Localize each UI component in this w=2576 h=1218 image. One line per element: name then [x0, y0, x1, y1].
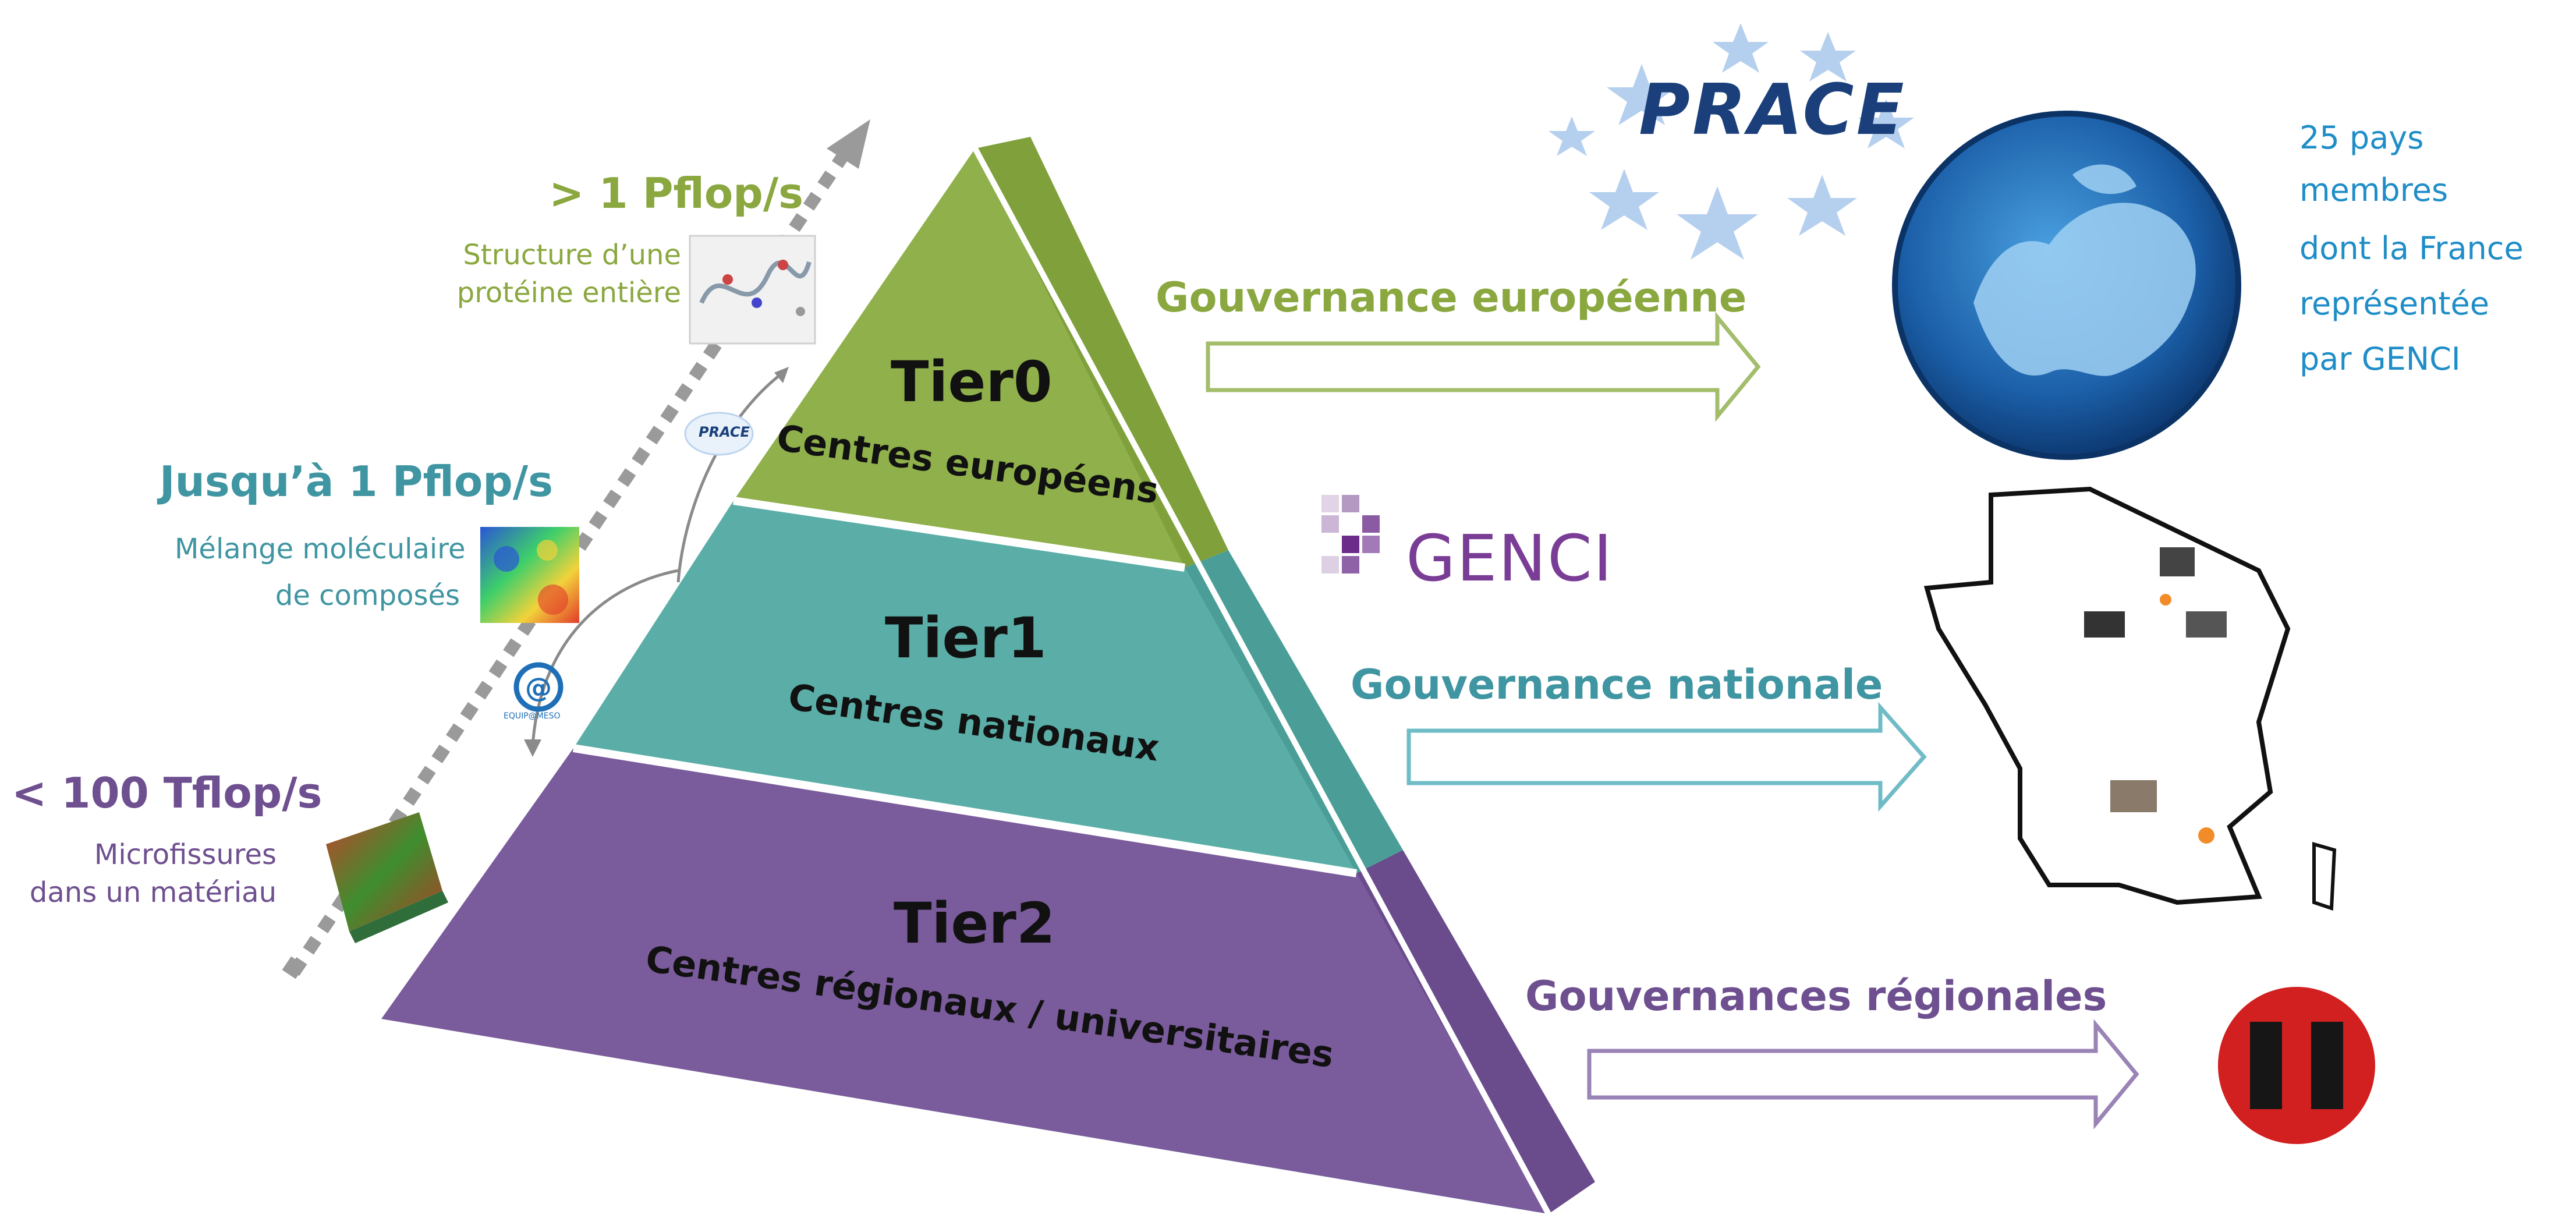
genci-logo-text: GENCI — [1406, 521, 1614, 596]
tier0-face — [734, 148, 1185, 568]
gov-national: Gouvernance nationale — [1351, 661, 1883, 709]
perf-low-value: < 100 Tflop/s — [12, 769, 323, 817]
curved-arrows — [524, 367, 789, 757]
tier2-title: Tier2 — [894, 891, 1055, 956]
genci-logo — [1321, 495, 1380, 573]
europe-globe-icon — [1892, 111, 2241, 460]
tier2-side — [1356, 850, 1595, 1214]
perf-mid-desc1: Mélange moléculaire — [175, 533, 466, 565]
arrow-national — [1406, 702, 1927, 812]
tier0-side — [975, 137, 1228, 568]
svg-text:@: @ — [525, 672, 552, 703]
perf-mid-value: Jusqu’à 1 Pflop/s — [159, 457, 553, 506]
prace-small-text: PRACE — [699, 424, 750, 440]
perf-low-desc1: Microfissures — [94, 838, 277, 871]
separator-0-1 — [732, 497, 1186, 572]
material-icon — [326, 812, 448, 943]
france-map-icon — [1923, 486, 2337, 911]
prace-small-badge — [684, 412, 754, 456]
edge-front — [972, 147, 1551, 1216]
prace-logo — [1549, 23, 1914, 260]
perf-mid-desc2: de composés — [275, 579, 460, 612]
stop-icon — [2218, 987, 2375, 1144]
perf-top-desc1: Structure d’une — [463, 239, 681, 271]
equip-logo-text: EQUIP@MESO — [504, 711, 561, 721]
perf-top-value: > 1 Pflop/s — [549, 169, 803, 218]
members-line3: dont la France — [2299, 230, 2524, 267]
members-line2: membres — [2299, 172, 2449, 208]
pyramid — [381, 137, 1595, 1216]
gov-regional: Gouvernances régionales — [1525, 972, 2107, 1020]
tier0-title: Tier0 — [891, 349, 1053, 415]
tier1-face — [573, 501, 1356, 873]
members-line4: représentée — [2299, 285, 2489, 322]
protein-icon — [689, 235, 816, 345]
equip-logo: @ — [513, 662, 564, 712]
perf-low-desc2: dans un matériau — [29, 876, 277, 909]
tier1-title: Tier1 — [885, 606, 1047, 671]
arrow-european — [1206, 311, 1761, 422]
arrow-regional — [1587, 1019, 2139, 1130]
molecule-icon — [480, 527, 579, 623]
tier1-side — [1185, 550, 1403, 873]
members-line5: par GENCI — [2299, 341, 2461, 377]
members-line1: 25 pays — [2299, 119, 2424, 156]
perf-top-desc2: protéine entière — [456, 277, 681, 309]
separator-1-2 — [572, 744, 1358, 877]
gov-european: Gouvernance européenne — [1156, 274, 1747, 321]
prace-logo-text: PRACE — [1639, 70, 1907, 151]
tier2-face — [381, 748, 1549, 1214]
